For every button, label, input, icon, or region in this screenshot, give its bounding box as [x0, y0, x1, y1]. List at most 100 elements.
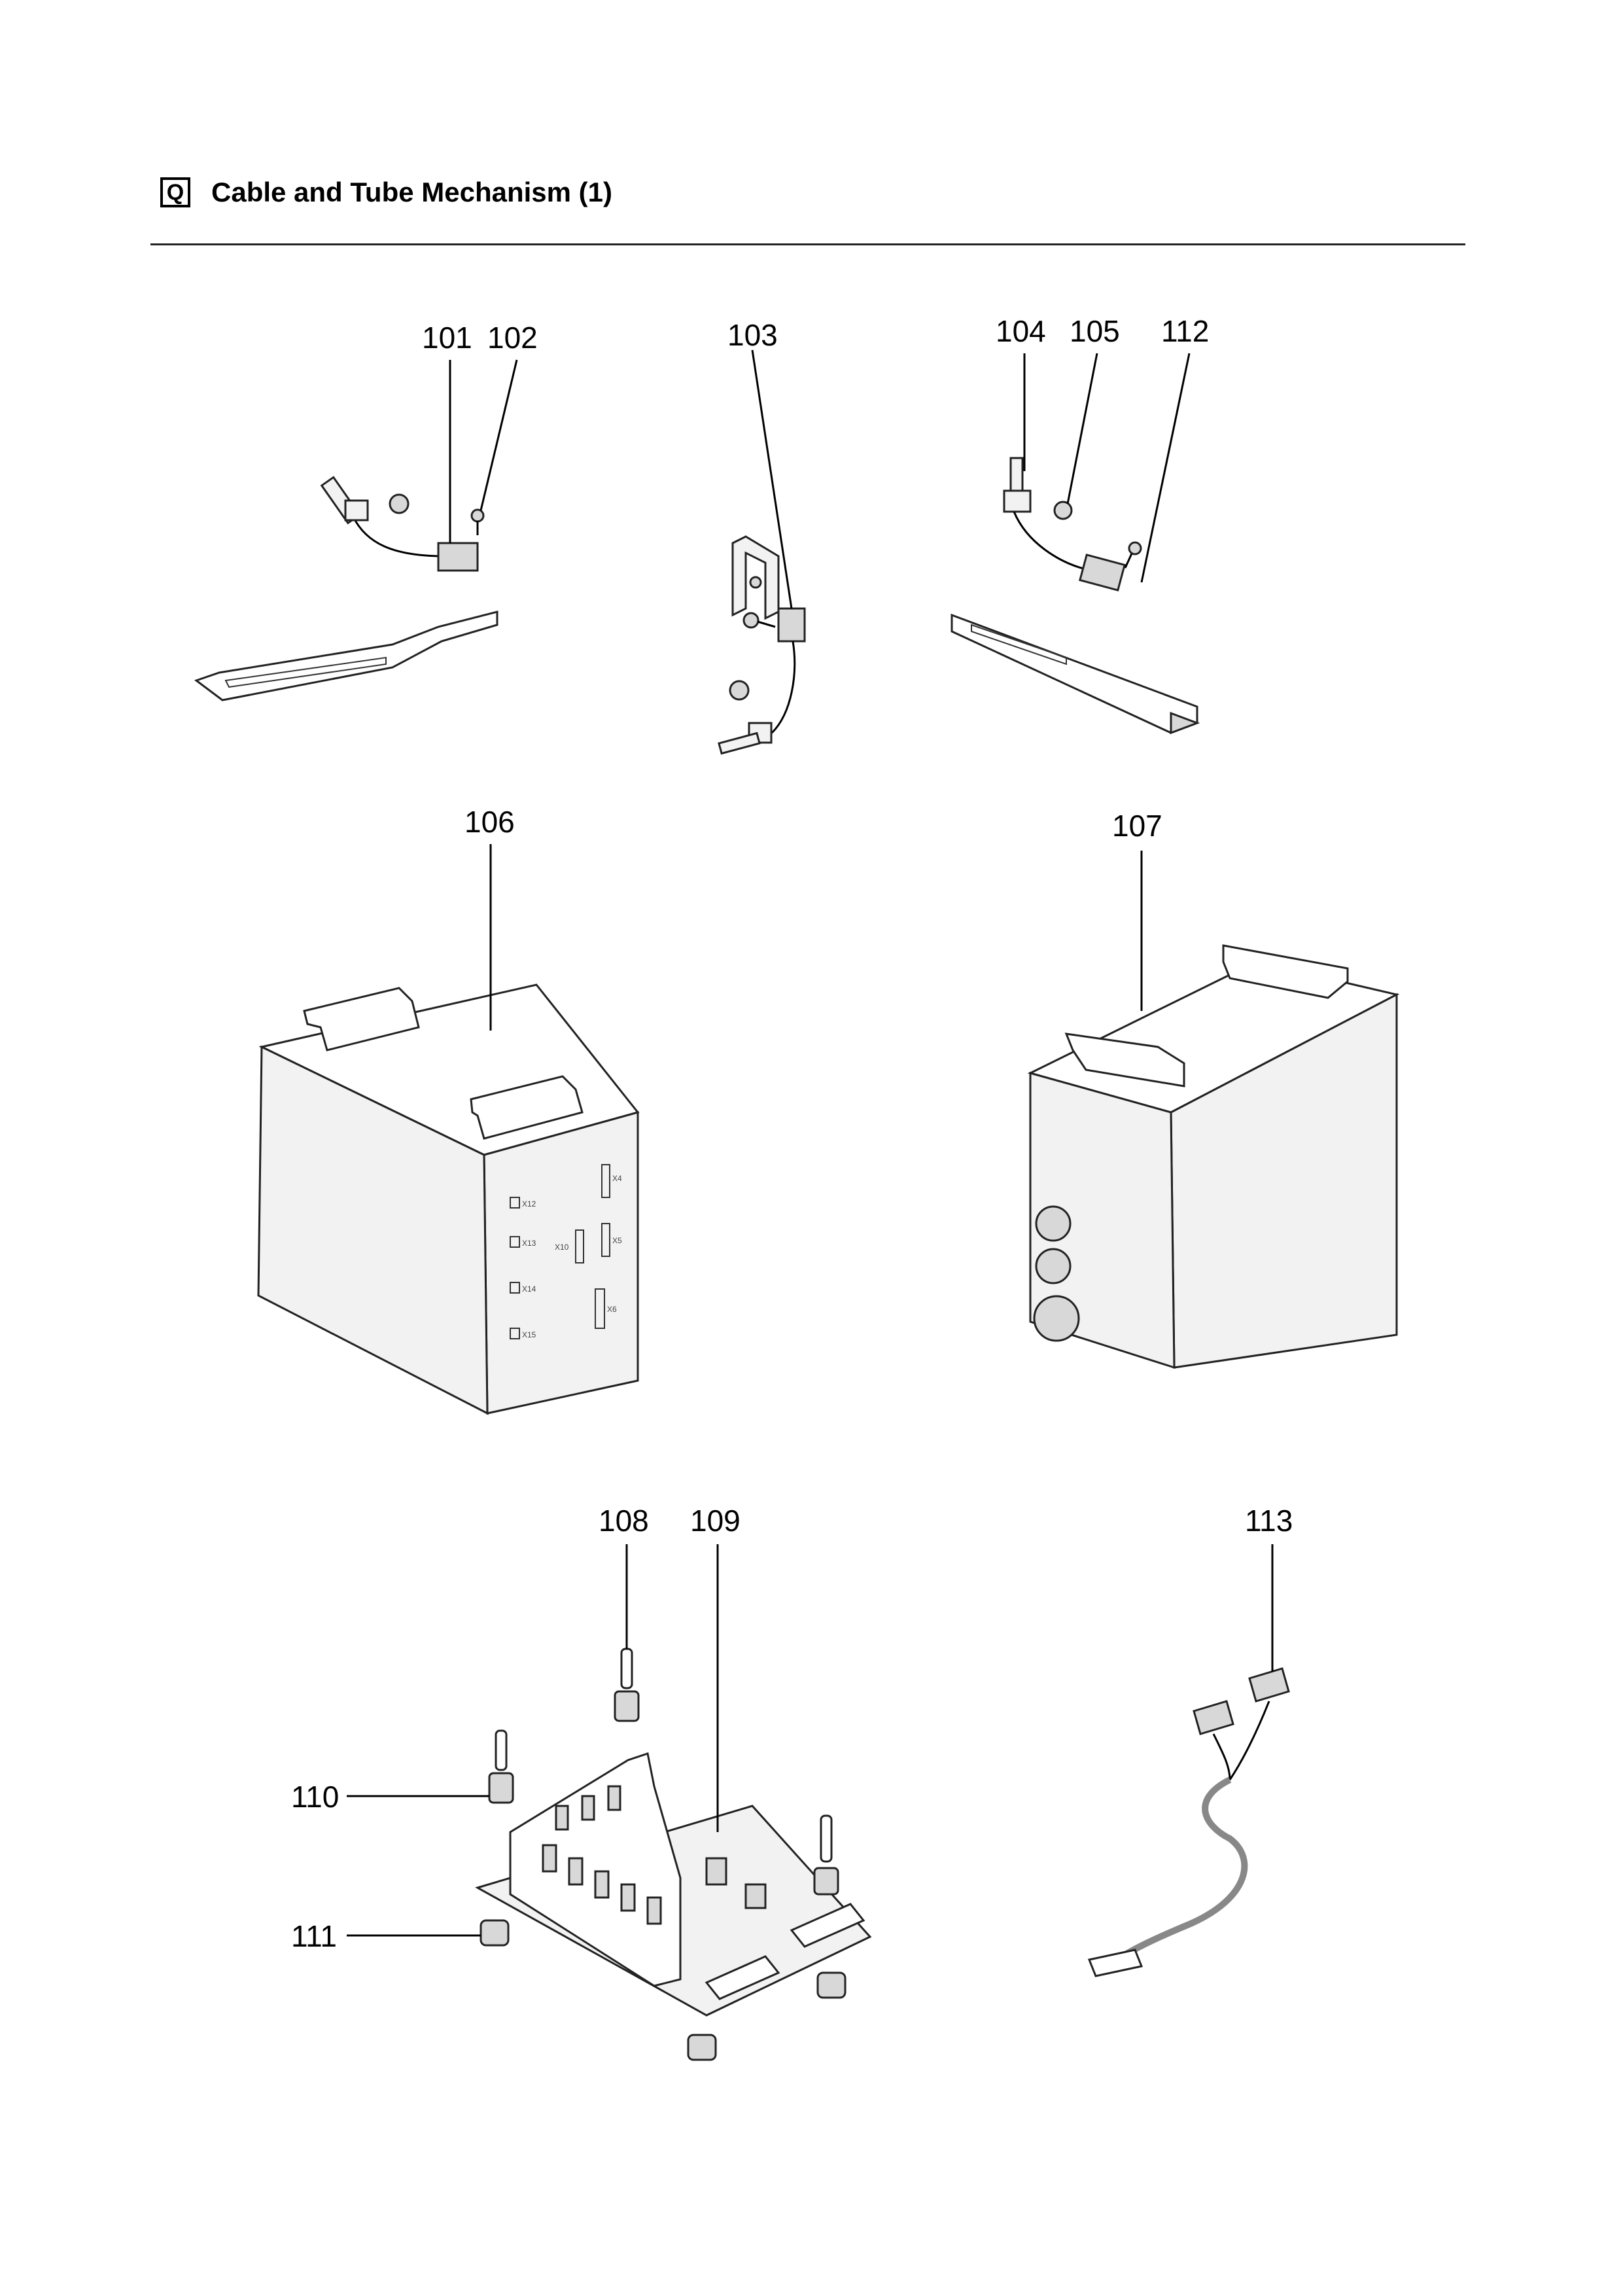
spacer-111: [480, 1919, 510, 1947]
rocker-switch-a: [1193, 1700, 1234, 1735]
sensor-assembly-104-105-112: [951, 457, 1200, 735]
leader-102: [480, 359, 518, 511]
screw-head-103a: [742, 612, 759, 629]
port-x14: [510, 1282, 520, 1294]
header-divider: [150, 243, 1465, 245]
switch-harness-113: [1087, 1667, 1290, 1977]
port-label-x5: X5: [612, 1236, 622, 1245]
component-f: [555, 1805, 569, 1831]
section-header: Q Cable and Tube Mechanism (1): [160, 177, 612, 208]
port-x5: [601, 1223, 610, 1257]
port-label-x6: X6: [607, 1305, 617, 1314]
spacer-right: [816, 1971, 846, 1999]
screw-head-102: [470, 508, 485, 523]
box-107-side: [1029, 1072, 1176, 1369]
nut-103: [729, 680, 750, 701]
clamp-top-101: [344, 499, 369, 521]
port-x4: [601, 1164, 610, 1198]
knob-107-top: [1035, 1205, 1072, 1242]
callout-112: 112: [1161, 314, 1209, 348]
plate-slot-left: [224, 656, 387, 688]
callout-106: 106: [464, 805, 515, 839]
port-label-x15: X15: [522, 1330, 536, 1339]
pcb-components: [542, 1785, 767, 1925]
component-b: [568, 1857, 584, 1886]
component-g: [581, 1795, 595, 1821]
bracket-103: [731, 535, 780, 620]
callout-101: 101: [422, 321, 472, 355]
port-label-x10: X10: [555, 1243, 569, 1252]
port-x13: [510, 1236, 520, 1248]
cable-101: [352, 516, 445, 557]
port-x15: [510, 1328, 520, 1339]
bracket-106-a: [303, 987, 420, 1051]
screw-shank-112: [1124, 553, 1133, 569]
port-label-x14: X14: [522, 1284, 536, 1294]
callout-110: 110: [291, 1780, 339, 1814]
leader-103: [751, 349, 793, 609]
nut-105: [1053, 501, 1073, 520]
port-label-x4: X4: [612, 1174, 622, 1183]
port-x12: [510, 1197, 520, 1209]
cable-103: [771, 641, 796, 734]
component-e: [646, 1896, 662, 1925]
clamp-104: [1003, 489, 1032, 513]
callout-111: 111: [291, 1919, 337, 1953]
screw-shank-103a: [757, 620, 776, 628]
component-d: [620, 1883, 636, 1912]
ribbon-connector: [1087, 1949, 1143, 1977]
nut-101: [389, 493, 410, 514]
harness-cable: [1116, 1776, 1248, 1962]
screw-108: [620, 1648, 633, 1689]
harness-wire-b: [1229, 1701, 1270, 1780]
standoff-108: [614, 1690, 640, 1722]
pcb-connector-dsub-b: [705, 1955, 780, 2000]
component-i: [705, 1857, 727, 1886]
screw-110: [495, 1729, 508, 1771]
bracket-hole-103: [749, 576, 762, 589]
component-j: [744, 1883, 767, 1909]
page-title: Cable and Tube Mechanism (1): [211, 177, 612, 207]
section-letter-box: Q: [160, 177, 190, 207]
port-x10: [575, 1229, 584, 1263]
sensor-block-103: [777, 607, 806, 643]
control-box-107: [1027, 944, 1400, 1369]
cable-104: [1013, 511, 1087, 571]
pcb-connector-dsub-a: [790, 1903, 865, 1948]
port-label-x13: X13: [522, 1239, 536, 1248]
box-106-front: [483, 1111, 639, 1415]
component-c: [594, 1870, 610, 1899]
slotted-plate-left: [194, 610, 498, 701]
screw-head-112: [1128, 541, 1142, 556]
knob-107-middle: [1035, 1248, 1072, 1284]
port-label-x12: X12: [522, 1199, 536, 1209]
callout-105: 105: [1070, 314, 1120, 348]
bracket-107-b: [1222, 944, 1349, 999]
control-box-106: X12 X13 X14 X15 X10 X5 X4 X6: [257, 983, 640, 1415]
knob-107-bottom: [1033, 1295, 1080, 1342]
component-a: [542, 1844, 557, 1873]
screw-right: [820, 1814, 833, 1863]
sensor-block-101: [437, 542, 479, 572]
plate-edge-right: [1170, 711, 1200, 735]
pcb-assembly: [475, 1648, 872, 2061]
leader-105: [1066, 353, 1098, 504]
spacer-bottom: [687, 2034, 717, 2061]
callout-108: 108: [599, 1504, 649, 1538]
standoff-110: [488, 1772, 514, 1804]
bracket-106-b: [470, 1075, 584, 1140]
callout-103: 103: [727, 318, 778, 352]
pcb-heatsink-frame: [509, 1752, 682, 1987]
standoff-right: [813, 1867, 839, 1896]
callout-113: 113: [1245, 1504, 1293, 1538]
callout-107: 107: [1112, 809, 1162, 843]
sensor-assembly-101-102: [194, 476, 498, 701]
port-x6: [595, 1288, 605, 1329]
leader-112: [1140, 353, 1191, 583]
component-h: [607, 1785, 621, 1811]
callout-102: 102: [487, 321, 538, 355]
plate-slot-right: [971, 624, 1067, 665]
connector-pin-103: [718, 732, 761, 755]
callout-104: 104: [996, 314, 1046, 348]
